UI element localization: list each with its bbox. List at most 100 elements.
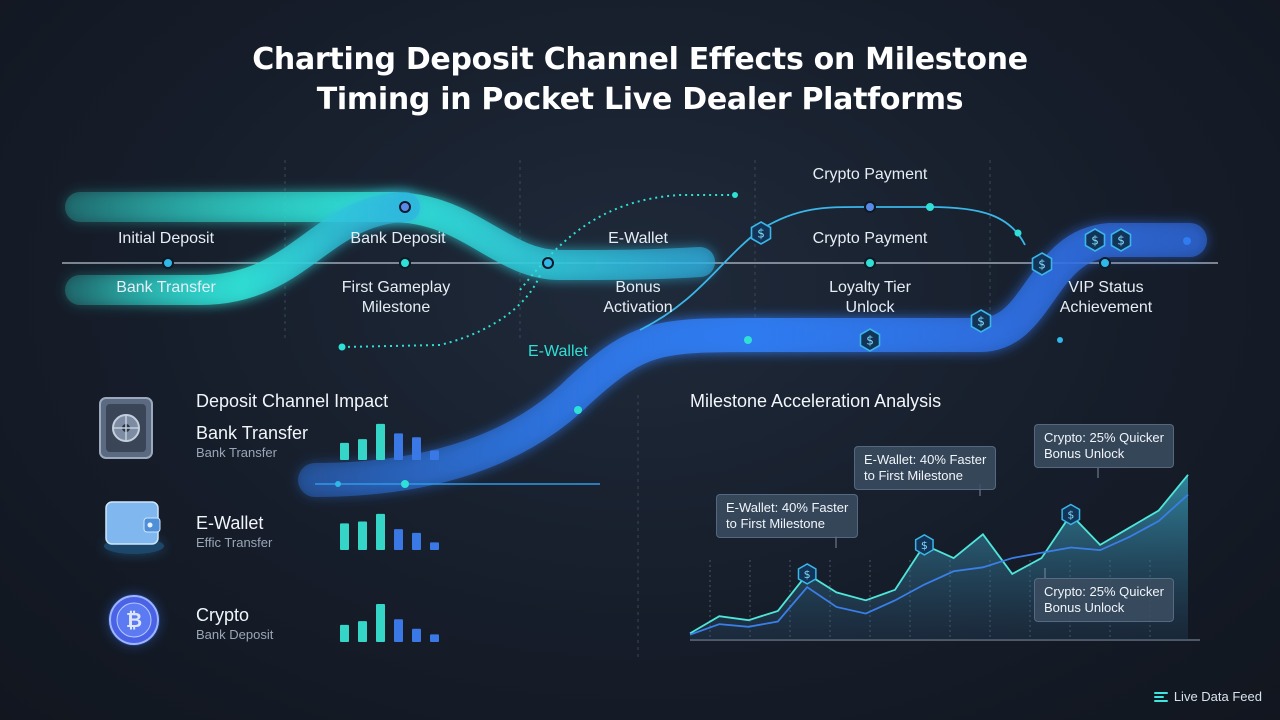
callout-line: Crypto: 25% Quicker [1044, 430, 1164, 445]
svg-text:$: $ [977, 315, 985, 329]
feed-lines-icon [1153, 691, 1168, 702]
milestone-label-first-gameplay: First Gameplay Milestone [326, 278, 466, 318]
channel-name-bank-transfer: Bank Transfer [196, 423, 309, 443]
impact-bar [340, 624, 349, 642]
channel-name-crypto: Crypto [196, 605, 250, 625]
dollar-hex-icon: $ [1031, 252, 1053, 276]
guide-lines [284, 160, 991, 340]
label-line: Bonus [615, 279, 661, 296]
svg-text:$: $ [1117, 234, 1125, 248]
node [744, 336, 752, 344]
dollar-hex-icon: $ [970, 309, 992, 333]
impact-bar [340, 523, 349, 550]
impact-bar [376, 513, 385, 550]
milestone-label-crypto-payment: Crypto Payment [812, 230, 928, 247]
impact-bars [340, 423, 439, 642]
callout-line: Crypto: 25% Quicker [1044, 584, 1164, 599]
label-line: Loyalty Tier [829, 279, 911, 296]
impact-bar [430, 450, 439, 460]
callout-line: Bonus Unlock [1044, 600, 1125, 615]
impact-bar [358, 621, 367, 642]
dollar-hex-icon: $ [914, 533, 934, 556]
acceleration-heading: Milestone Acceleration Analysis [690, 391, 942, 411]
milestone-label-loyalty-tier: Loyalty Tier Unlock [800, 278, 940, 318]
impact-bar [358, 439, 367, 460]
node [401, 480, 409, 488]
live-data-feed[interactable]: Live Data Feed [1153, 689, 1262, 704]
impact-bar [394, 529, 403, 550]
callout-crypto-upper: Crypto: 25% Quicker Bonus Unlock [1034, 424, 1174, 468]
teal-stream-lower [65, 192, 420, 305]
node [1099, 257, 1111, 269]
svg-text:$: $ [1038, 258, 1046, 272]
impact-bar [430, 634, 439, 642]
callout-ewallet-lower: E-Wallet: 40% Faster to First Milestone [716, 494, 859, 538]
axis-nodes [162, 192, 1191, 488]
dollar-hex-icon: $ [1110, 228, 1132, 252]
svg-text:$: $ [804, 568, 811, 581]
channel-sub-bank-transfer: Bank Transfer [196, 445, 277, 460]
node [926, 203, 934, 211]
title-line-1: Charting Deposit Channel Effects on Mile… [252, 42, 1028, 77]
node [335, 481, 341, 487]
line-series-lower [689, 493, 1189, 636]
impact-bar [394, 433, 403, 460]
milestone-label-vip-status: VIP Status Achievement [1036, 278, 1176, 318]
upper-label-crypto-payment: Crypto Payment [812, 166, 928, 183]
impact-bar [376, 604, 385, 642]
dollar-hex-icon: $ [797, 563, 817, 585]
wallet-icon [104, 501, 164, 554]
channel-sub-ewallet: Effic Transfer [196, 535, 273, 550]
svg-text:$: $ [866, 334, 874, 348]
impact-bar [430, 542, 439, 550]
impact-bar [358, 521, 367, 550]
node [864, 257, 876, 269]
label-line: Activation [603, 299, 673, 316]
callout-line: to First Milestone [864, 468, 963, 483]
svg-text:$: $ [757, 227, 765, 241]
callout-line: Bonus Unlock [1044, 446, 1125, 461]
label-line: Milestone [361, 299, 431, 316]
page-title: Charting Deposit Channel Effects on Mile… [0, 40, 1280, 120]
milestone-label-bank-deposit: Bank Deposit [350, 230, 446, 247]
node [399, 257, 411, 269]
node [1014, 229, 1022, 237]
title-line-2: Timing in Pocket Live Dealer Platforms [316, 82, 964, 117]
dollar-hex-icon: $ [859, 328, 881, 352]
callout-line: E-Wallet: 40% Faster [726, 500, 849, 515]
ewallet-dotted-lower [341, 274, 541, 348]
line-series-upper [689, 474, 1189, 635]
dollar-hex-icon: $ [1084, 228, 1106, 252]
milestone-label-initial-deposit: Initial Deposit [117, 230, 215, 247]
impact-heading: Deposit Channel Impact [196, 391, 389, 411]
crypto-connector [639, 206, 1026, 331]
label-line: First Gameplay [341, 279, 451, 296]
node [542, 257, 554, 269]
blue-stream [298, 223, 1207, 497]
svg-text:$: $ [921, 539, 928, 552]
footer-label: Live Data Feed [1173, 689, 1262, 704]
milestone-label-bonus-activation: Bonus Activation [578, 278, 698, 318]
node [864, 201, 876, 213]
channel-sub-crypto: Bank Deposit [196, 627, 274, 642]
channel-name-ewallet: E-Wallet [196, 513, 264, 533]
ewallet-dotted-upper [519, 194, 735, 291]
node [574, 406, 582, 414]
callout-line: E-Wallet: 40% Faster [864, 452, 987, 467]
bitcoin-icon: ₿ [108, 594, 160, 646]
impact-bar [340, 442, 349, 460]
svg-text:$: $ [1067, 508, 1074, 521]
node [732, 192, 738, 198]
vault-icon [99, 397, 153, 459]
label-line: Unlock [845, 299, 895, 316]
callout-line: to First Milestone [726, 516, 825, 531]
impact-bar [376, 423, 385, 460]
label-line: VIP Status [1068, 279, 1144, 296]
label-line: Achievement [1059, 299, 1153, 316]
svg-text:₿: ₿ [126, 608, 142, 632]
svg-text:$: $ [1091, 234, 1099, 248]
dollar-hex-icon: $ [750, 221, 772, 245]
label-line: Bank Transfer [116, 279, 216, 296]
node [338, 343, 346, 351]
impact-bar [394, 619, 403, 642]
